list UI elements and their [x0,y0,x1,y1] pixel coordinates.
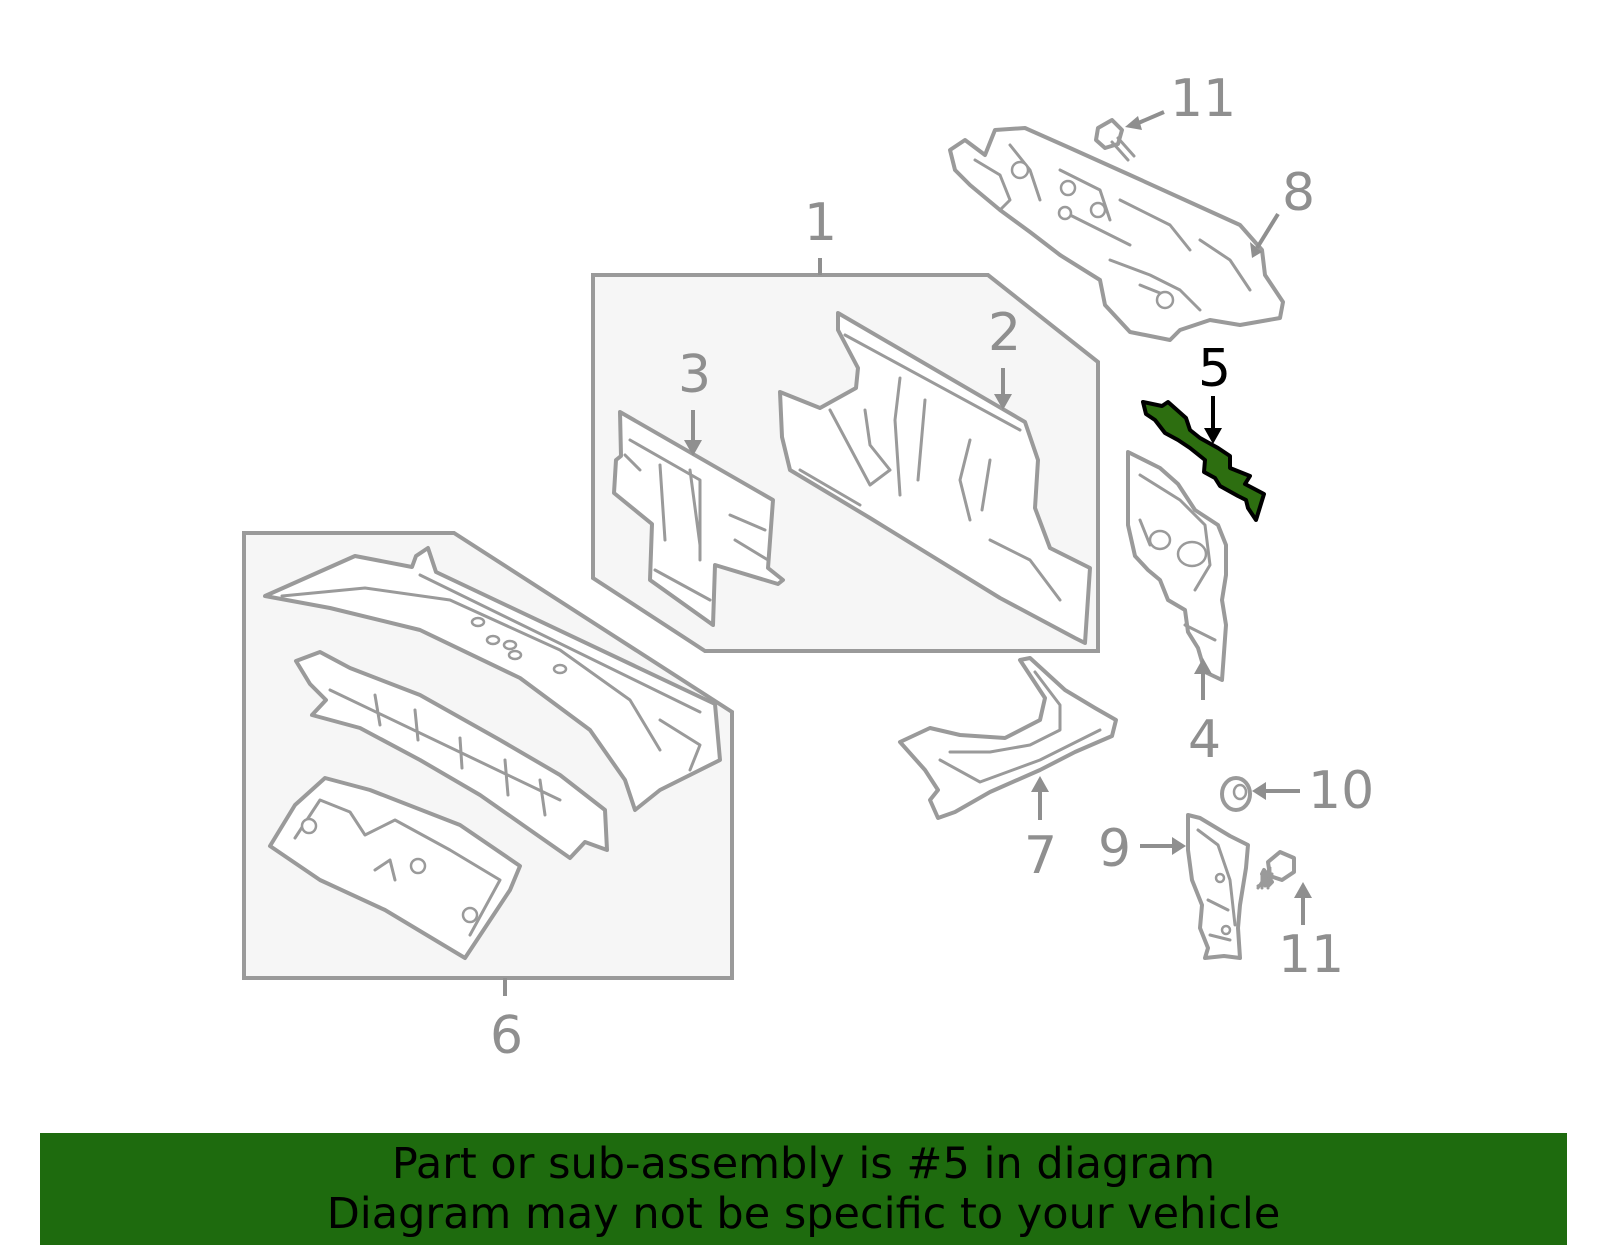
callout-11-top: 11 [1170,69,1236,129]
callout-4: 4 [1188,710,1221,770]
part-7-lower-bracket [898,656,1118,820]
part-9-bracket [1186,813,1250,960]
part-6-cowl-reinforcement [294,650,609,860]
callout-6: 6 [490,1006,523,1066]
callout-10: 10 [1308,761,1374,821]
banner-line-2: Diagram may not be specific to your vehi… [326,1189,1281,1239]
callout-7: 7 [1024,826,1057,886]
callout-3: 3 [678,345,711,405]
info-banner: Part or sub-assembly is #5 in diagram Di… [40,1133,1567,1245]
part-3-bracket [612,410,785,627]
callout-9: 9 [1098,819,1131,879]
callout-11-bottom: 11 [1278,925,1344,985]
part-8-upper-panel [948,126,1285,342]
part-6-cowl-top [263,546,722,812]
part-6-lower-panel [268,776,522,960]
part-5-highlighted [1141,400,1266,522]
callout-5: 5 [1198,339,1231,399]
part-10-nut [1220,776,1252,812]
part-4-side-panel [1126,450,1228,682]
part-2-dash-panel [778,311,1092,645]
callout-2: 2 [988,303,1021,363]
part-11-bolt-top [1094,118,1136,162]
part-11-bolt-bottom [1256,850,1296,890]
callout-8: 8 [1282,163,1315,223]
callout-1: 1 [804,193,837,253]
banner-line-1: Part or sub-assembly is #5 in diagram [391,1139,1216,1189]
